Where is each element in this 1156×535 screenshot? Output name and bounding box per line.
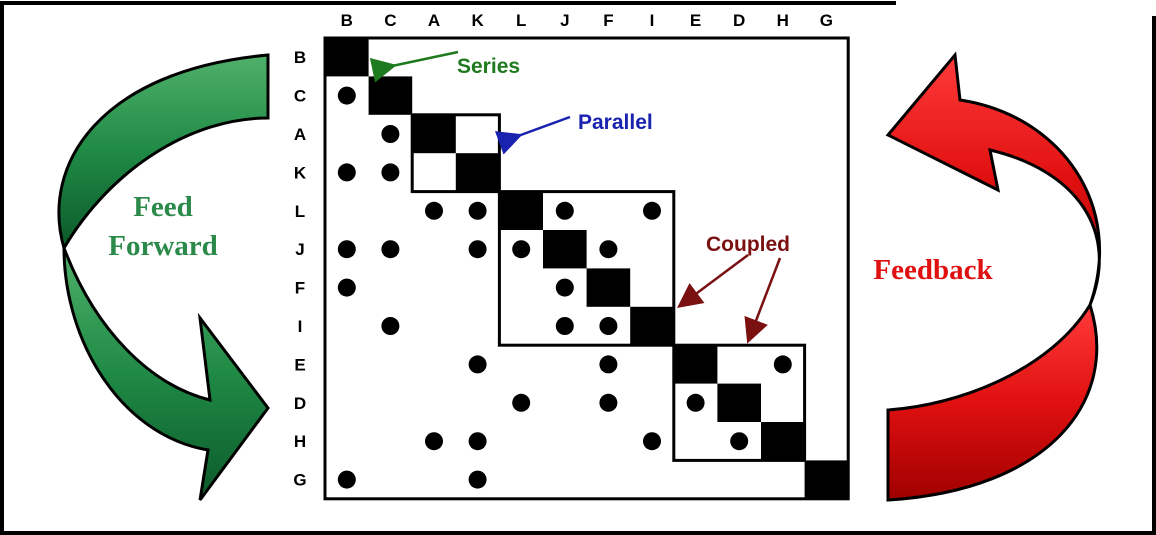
row-label-f: F [295,279,305,298]
column-label-c: C [384,11,396,30]
feedback-label: Feedback [873,254,993,286]
dependency-mark-c-b [338,87,356,105]
column-label-e: E [690,11,701,30]
diagonal-cell-e [674,345,718,383]
feed-forward-label-line2: Forward [108,230,218,262]
dependency-mark-k-c [381,163,399,181]
dependency-mark-e-f [599,355,617,373]
diagonal-cell-d [717,384,761,422]
parallel-label: Parallel [578,111,653,134]
dependency-mark-i-c [381,317,399,335]
dependency-mark-i-f [599,317,617,335]
coupled-pointer-1 [681,255,748,305]
row-label-k: K [294,163,307,182]
row-label-i: I [298,317,303,336]
dependency-mark-j-k [469,240,487,258]
diagonal-cell-g [805,460,849,498]
column-label-k: K [471,11,484,30]
series-pointer [392,52,458,66]
dependency-mark-l-k [469,202,487,220]
coupled-label: Coupled [706,233,790,256]
dependency-mark-f-b [338,279,356,297]
border-notch [896,0,1156,16]
column-label-f: F [603,11,613,30]
dependency-mark-j-c [381,240,399,258]
column-label-h: H [777,11,789,30]
row-label-l: L [295,202,305,221]
dependency-mark-g-k [469,471,487,489]
diagonal-cell-k [456,153,500,191]
diagonal-cell-h [761,422,805,460]
row-label-j: J [295,240,304,259]
dependency-mark-h-k [469,432,487,450]
row-label-e: E [294,355,305,374]
dependency-mark-g-b [338,471,356,489]
column-label-d: D [733,11,745,30]
diagonal-cell-j [543,230,587,268]
dependency-mark-d-e [687,394,705,412]
column-label-b: B [341,11,353,30]
dependency-mark-l-a [425,202,443,220]
column-label-l: L [516,11,526,30]
row-label-d: D [294,394,306,413]
series-label: Series [457,55,520,78]
dependency-mark-i-j [556,317,574,335]
column-label-j: J [560,11,569,30]
dependency-mark-d-f [599,394,617,412]
feed-forward-arrow [59,55,268,500]
diagonal-cell-f [587,268,631,306]
diagonal-cell-l [499,192,543,230]
dependency-mark-k-b [338,163,356,181]
column-label-a: A [428,11,440,30]
column-label-g: G [820,11,833,30]
row-label-h: H [294,432,306,451]
row-label-a: A [294,125,306,144]
dependency-mark-j-b [338,240,356,258]
coupled-pointer-2 [749,258,780,339]
dependency-mark-e-k [469,355,487,373]
diagonal-cell-i [630,307,674,345]
diagonal-cell-a [412,115,456,153]
dependency-mark-j-f [599,240,617,258]
dependency-mark-l-i [643,202,661,220]
dependency-mark-e-h [774,355,792,373]
dependency-mark-h-d [730,432,748,450]
row-label-c: C [294,87,306,106]
dependency-mark-h-i [643,432,661,450]
feed-forward-label-line1: Feed [133,191,193,223]
dependency-mark-l-j [556,202,574,220]
diagonal-cell-b [325,38,369,76]
diagonal-cell-c [369,76,413,114]
dependency-mark-h-a [425,432,443,450]
row-label-b: B [294,48,306,67]
column-label-i: I [650,11,655,30]
dependency-mark-f-j [556,279,574,297]
parallel-pointer [518,117,570,136]
dependency-mark-d-l [512,394,530,412]
dependency-mark-j-l [512,240,530,258]
row-label-g: G [293,471,306,490]
dependency-mark-a-c [381,125,399,143]
